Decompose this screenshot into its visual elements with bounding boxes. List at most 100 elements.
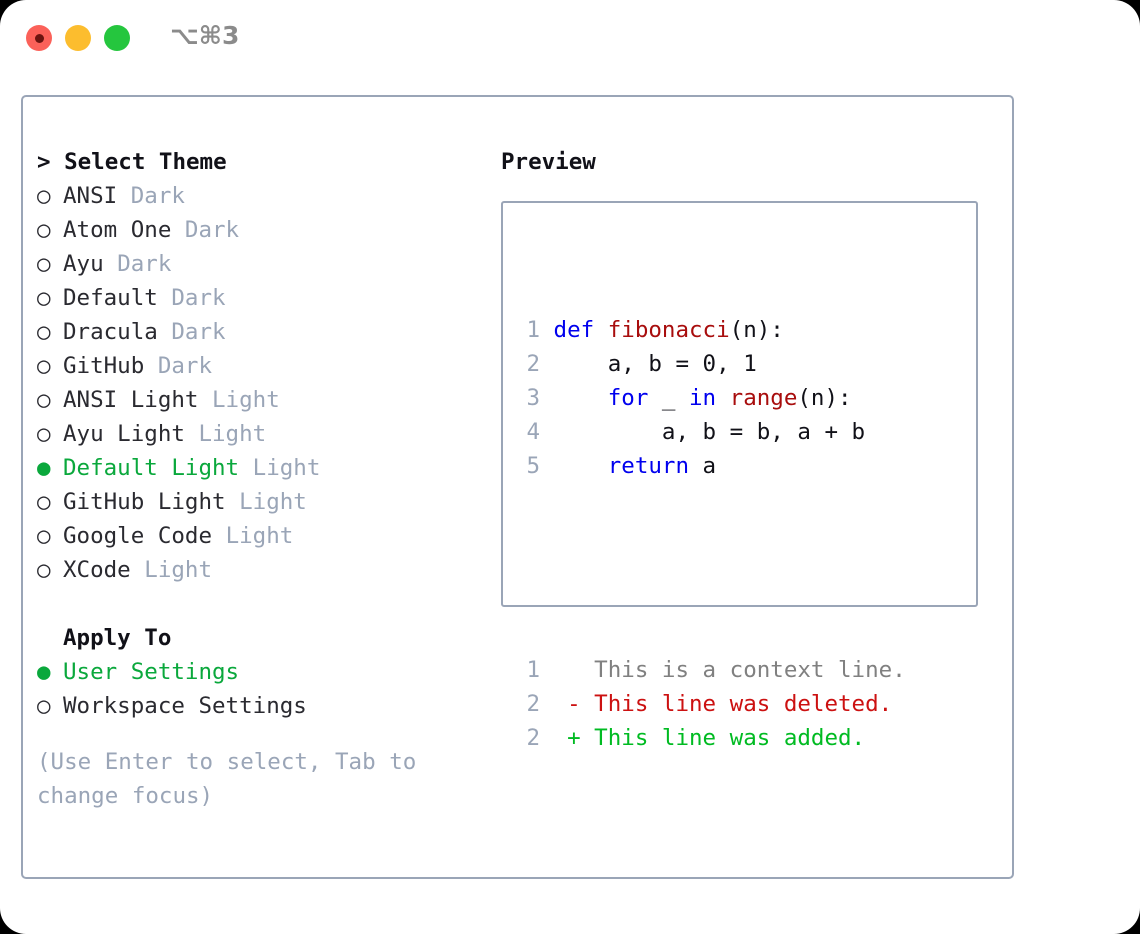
theme-option-label: ANSI [63,183,131,209]
theme-variant-tag: Light [239,489,307,515]
radio-unselected-icon[interactable]: ○ [37,693,65,719]
code-line: 3 for _ in range(n): [518,381,906,415]
radio-unselected-icon[interactable]: ○ [37,523,65,549]
radio-unselected-icon[interactable]: ○ [37,421,65,447]
select-theme-heading: > Select Theme [37,145,477,179]
close-window-button[interactable] [26,25,52,51]
minimize-window-button[interactable] [65,25,91,51]
code-token-keyword: return [607,453,690,479]
theme-variant-tag: Light [144,557,213,583]
radio-unselected-icon[interactable]: ○ [37,217,65,243]
theme-variant-tag: Light [198,421,267,447]
theme-option-ansi[interactable]: ○ ANSI Dark [37,179,477,213]
code-line: 1 def fibonacci(n): [518,313,906,347]
radio-unselected-icon[interactable]: ○ [37,387,65,413]
line-number: 3 [526,385,540,411]
theme-option-label: Dracula [63,319,172,345]
apply-to-option-workspace-settings[interactable]: ○ Workspace Settings [37,689,477,723]
theme-option-default[interactable]: ○ Default Dark [37,281,477,315]
theme-option-label: GitHub Light [63,489,240,515]
traffic-light-group [26,25,130,51]
theme-option-label: Google Code [63,523,226,549]
theme-option-default-light[interactable]: ● Default Light Light [37,451,477,485]
theme-variant-tag: Light [225,523,294,549]
theme-variant-tag: Dark [157,353,213,379]
theme-option-github[interactable]: ○ GitHub Dark [37,349,477,383]
diff-line-added: 2 + This line was added. [518,721,906,755]
theme-option-atom-one[interactable]: ○ Atom One Dark [37,213,477,247]
line-number: 4 [526,419,540,445]
theme-option-label: Atom One [63,217,185,243]
theme-option-label: GitHub [63,353,158,379]
code-token-plain [716,385,730,411]
radio-unselected-icon[interactable]: ○ [37,319,65,345]
radio-unselected-icon[interactable]: ○ [37,489,65,515]
preview-title: Preview [501,149,596,175]
theme-variant-tag: Dark [130,183,185,209]
code-token-keyword: for [607,385,649,411]
theme-option-label: Ayu [63,251,118,277]
theme-option-xcode[interactable]: ○ XCode Light [37,553,477,587]
radio-unselected-icon[interactable]: ○ [37,251,65,277]
title-bar: ⌥⌘3 [0,0,1140,78]
heading-caret: > [37,149,65,175]
diff-line-text: This is a context line. [540,657,906,683]
code-token-plain [554,385,608,411]
theme-option-label: Ayu Light [63,421,199,447]
code-line: 5 return a [518,449,906,483]
theme-variant-tag: Dark [171,285,226,311]
preview-column: Preview 1 def fibonacci(n):2 a, b = 0, 1… [501,145,1001,751]
radio-selected-icon[interactable]: ● [37,659,65,685]
code-token-plain: a [689,453,717,479]
radio-unselected-icon[interactable]: ○ [37,353,65,379]
main-panel: > Select Theme ○ ANSI Dark○ Atom One Dar… [21,95,1014,879]
diff-line-text: - This line was deleted. [540,691,893,717]
theme-option-ayu-light[interactable]: ○ Ayu Light Light [37,417,477,451]
theme-option-label: Default Light [63,455,253,481]
code-line: 2 a, b = 0, 1 [518,347,906,381]
theme-variant-tag: Dark [171,319,226,345]
theme-variant-tag: Dark [184,217,240,243]
window-title: ⌥⌘3 [170,21,240,50]
apply-to-option-label: Workspace Settings [63,693,307,719]
theme-variant-tag: Light [212,387,280,413]
list-spacer [37,587,477,621]
code-token-keyword: def [553,317,608,343]
radio-selected-icon[interactable]: ● [37,455,65,481]
code-token-plain: _ [648,385,690,411]
theme-variant-tag: Light [252,455,321,481]
apply-to-option-label: User Settings [63,659,240,685]
radio-unselected-icon[interactable]: ○ [37,183,65,209]
diff-lines: 1 This is a context line.2 - This line w… [518,653,906,755]
theme-list: ○ ANSI Dark○ Atom One Dark○ Ayu Dark○ De… [37,179,477,587]
radio-unselected-icon[interactable]: ○ [37,285,65,311]
code-token-plain: (n): [797,385,852,411]
line-number: 1 [526,657,540,683]
theme-option-ansi-light[interactable]: ○ ANSI Light Light [37,383,477,417]
code-token-plain: a, b = 0, 1 [553,351,757,377]
apply-to-option-user-settings[interactable]: ● User Settings [37,655,477,689]
theme-variant-tag: Dark [117,251,172,277]
code-token-plain [554,453,608,479]
apply-to-heading: Apply To [63,625,172,651]
theme-option-label: XCode [63,557,145,583]
line-number: 2 [526,691,540,717]
theme-option-ayu[interactable]: ○ Ayu Dark [37,247,477,281]
theme-option-label: ANSI Light [63,387,213,413]
code-line: 4 a, b = b, a + b [518,415,906,449]
apply-to-list: ● User Settings○ Workspace Settings [37,655,477,723]
theme-option-google-code[interactable]: ○ Google Code Light [37,519,477,553]
theme-option-github-light[interactable]: ○ GitHub Light Light [37,485,477,519]
theme-selector-column: > Select Theme ○ ANSI Dark○ Atom One Dar… [37,145,477,813]
diff-line-deleted: 2 - This line was deleted. [518,687,906,721]
maximize-window-button[interactable] [104,25,130,51]
radio-unselected-icon[interactable]: ○ [37,557,65,583]
code-token-plain: (n): [729,317,784,343]
code-token-function: range [729,385,798,411]
diff-line-text: + This line was added. [540,725,866,751]
theme-option-dracula[interactable]: ○ Dracula Dark [37,315,477,349]
line-number: 2 [526,725,540,751]
